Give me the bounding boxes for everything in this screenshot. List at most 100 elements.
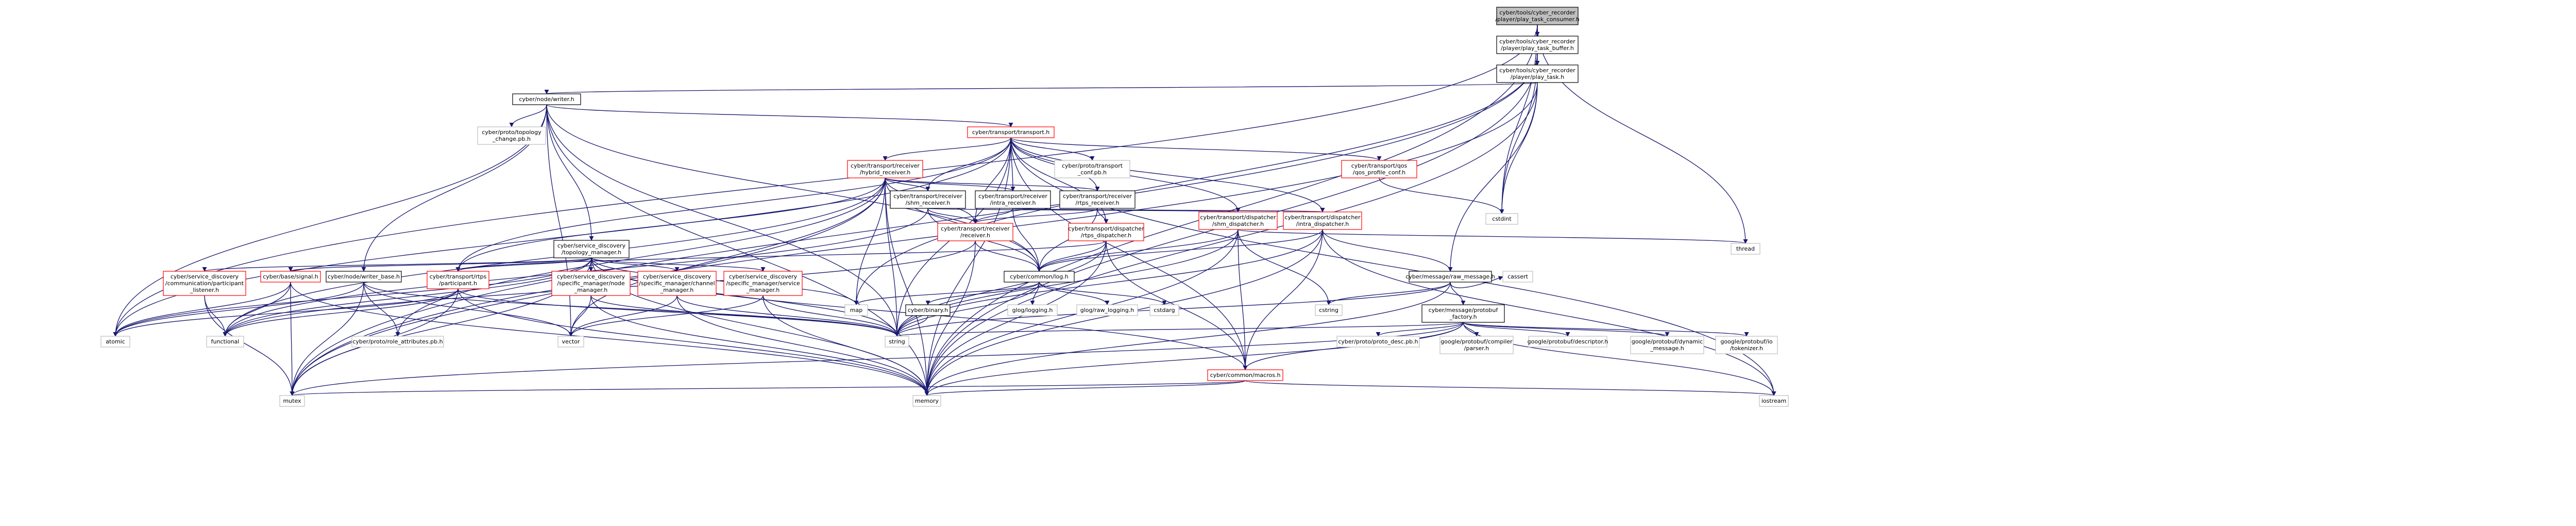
node-box [847,160,923,178]
node-task-buffer[interactable]: cyber/tools/cyber_recorder/player/play_t… [1496,36,1579,54]
node-root[interactable]: cyber/tools/cyber_recorder/player/play_t… [1495,7,1580,25]
node-box [1715,336,1778,354]
node-label: cyber/message/raw_message.h [1405,273,1495,280]
node-box [553,240,630,258]
node-functional: functional [206,336,244,348]
edge-transport-to-transport-conf [1010,137,1095,161]
edge-signal-to-atomic [113,282,291,337]
node-box [100,336,130,348]
node-box [1341,160,1417,178]
node-cstdint: cstdint [1485,213,1518,225]
node-label: glog/logging.h [1012,307,1053,314]
node-box [551,271,631,296]
edge-transport-to-qos-profile [1010,137,1382,161]
node-label: google/protobuf/descriptor.h [1528,338,1608,345]
node-channel-manager[interactable]: cyber/service_discovery/specific_manager… [637,271,717,296]
node-label: google/protobuf/io [1720,338,1773,345]
edge-hybrid-receiver-to-intra-receiver [885,177,1015,191]
node-label: cyber/transport/qos [1351,162,1408,169]
edge-node-manager-to-vector [568,295,591,337]
edge-protobuf-factory-to-mutex [290,322,1464,396]
node-label: /receiver.h [960,232,990,239]
node-protobuf-factory[interactable]: cyber/message/protobuf_factory.h [1421,304,1505,323]
node-box [1496,36,1579,54]
node-label: iostream [1761,398,1786,404]
edge-log-to-string [894,282,1040,337]
node-label: /player/play_task_buffer.h [1501,45,1574,52]
node-label: /shm_dispatcher.h [1212,221,1264,227]
node-box [1528,336,1607,348]
node-box [1336,336,1420,348]
edge-topology-manager-to-channel-manager [591,257,680,272]
edge-transport-to-rtps-receiver [1010,137,1100,191]
edge-rtps-participant-to-memory [457,288,929,396]
node-rtps-dispatcher[interactable]: cyber/transport/dispatcher/rtps_dispatch… [1068,223,1144,241]
node-qos-profile[interactable]: cyber/transport/qos/qos_profile_conf.h [1341,160,1417,178]
node-box [1421,304,1505,323]
node-intra-receiver[interactable]: cyber/transport/receiver/intra_receiver.… [975,190,1051,209]
node-label: cyber/proto/topology [482,129,541,136]
edge-service-manager-to-vector [568,295,764,337]
node-comm-participant-listener[interactable]: cyber/service_discovery/communication/pa… [163,271,246,296]
node-topology-manager[interactable]: cyber/service_discovery/topology_manager… [553,240,630,258]
node-receiver[interactable]: cyber/transport/receiver/receiver.h [937,223,1013,241]
edge-root-to-atomic [113,24,1538,337]
node-rtps-participant[interactable]: cyber/transport/rtps/participant.h [427,271,489,289]
node-label: /hybrid_receiver.h [860,169,910,176]
node-string: string [885,336,909,348]
edge-service-manager-to-string [762,295,900,337]
node-writer[interactable]: cyber/node/writer.h [512,93,581,105]
node-macros[interactable]: cyber/common/macros.h [1207,369,1283,381]
node-box [1207,369,1283,381]
node-box [937,223,1013,241]
node-label: cyber/service_discovery [643,273,711,280]
node-log[interactable]: cyber/common/log.h [1004,271,1075,283]
node-box [1439,336,1514,354]
node-node-manager[interactable]: cyber/service_discovery/specific_manager… [551,271,631,296]
node-descriptor: google/protobuf/descriptor.h [1528,336,1608,348]
edge-rtps-participant-to-functional [223,288,459,337]
node-label: google/protobuf/compiler [1440,338,1513,345]
edge-writer-base-to-vector [363,282,573,337]
node-label: cyber/transport/dispatcher [1200,214,1276,221]
node-box [885,336,909,348]
edge-raw-message-to-protobuf-factory [1450,282,1466,305]
node-shm-receiver[interactable]: cyber/transport/receiver/shm_receiver.h [890,190,966,209]
edge-transport-to-hybrid-receiver [883,137,1011,161]
node-label: cstdarg [1154,307,1175,314]
node-rtps-receiver[interactable]: cyber/transport/receiver/rtps_receiver.h [1059,190,1136,209]
node-hybrid-receiver[interactable]: cyber/transport/receiver/hybrid_receiver… [847,160,923,178]
node-label: _manager.h [574,287,607,293]
node-service-manager[interactable]: cyber/service_discovery/specific_manager… [723,271,803,296]
edge-protobuf-factory-to-string [895,322,1464,337]
edge-root-to-thread [1537,24,1748,244]
edge-raw-message-to-memory [924,282,1451,396]
node-label: vector [562,338,580,345]
node-signal[interactable]: cyber/base/signal.h [260,271,321,283]
node-transport[interactable]: cyber/transport/transport.h [967,126,1055,138]
node-box [1283,211,1362,230]
edge-intra-dispatcher-to-string [894,229,1323,337]
node-box [905,304,951,316]
edge-shm-dispatcher-to-cstring [1238,229,1331,305]
node-raw-message[interactable]: cyber/message/raw_message.h [1405,271,1495,283]
edge-node-manager-to-memory [590,295,929,396]
node-label: cyber/message/protobuf [1429,307,1499,314]
node-label: /intra_receiver.h [990,200,1036,206]
edge-play-task-to-memory [924,82,1538,396]
node-box [1485,213,1518,225]
edge-intra-dispatcher-to-macros [1243,229,1323,370]
node-writer-base[interactable]: cyber/node/writer_base.h [326,271,402,283]
node-binary[interactable]: cyber/binary.h [905,304,951,316]
edge-intra-dispatcher-to-raw-message [1322,229,1453,272]
edge-receiver-to-log [975,240,1042,272]
node-play-task[interactable]: cyber/tools/cyber_recorder/player/play_t… [1496,64,1579,83]
nodes-layer: cyber/tools/cyber_recorder/player/play_t… [100,7,1789,407]
node-label: functional [211,338,240,345]
node-label: memory [915,398,939,404]
edge-log-to-map [854,282,1040,305]
edge-rtps-receiver-to-receiver [973,208,1098,224]
node-intra-dispatcher[interactable]: cyber/transport/dispatcher/intra_dispatc… [1283,211,1362,230]
node-shm-dispatcher[interactable]: cyber/transport/dispatcher/shm_dispatche… [1198,211,1278,230]
edge-intra-receiver-to-log [1012,208,1042,272]
